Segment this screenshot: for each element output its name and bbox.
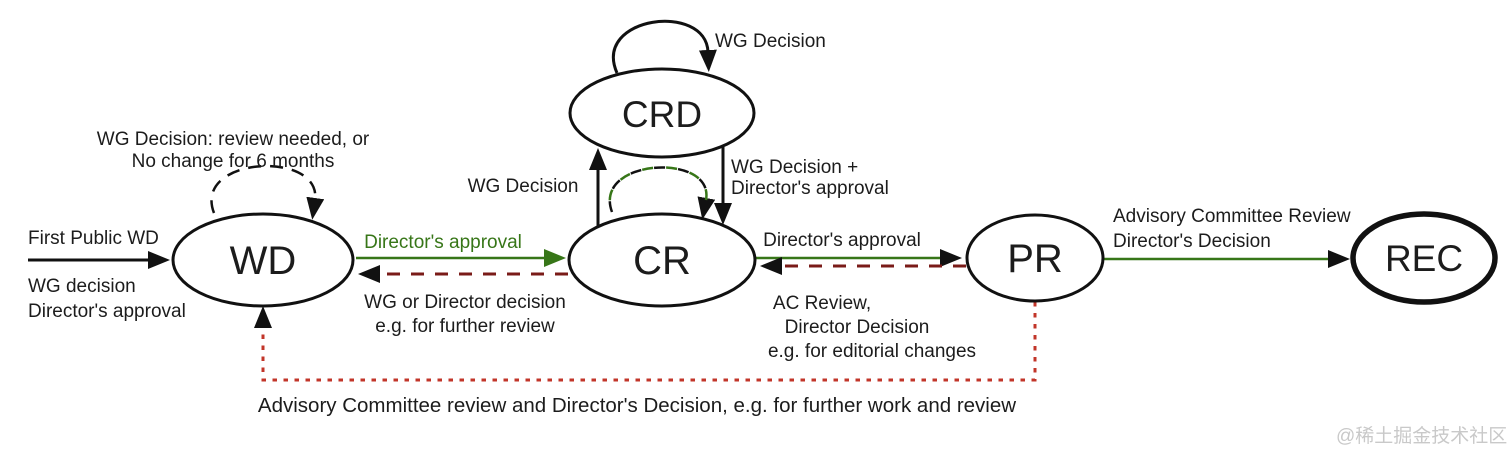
edge-crd-self-loop — [612, 19, 717, 74]
label-cr-to-wd-line1: WG or Director decision — [364, 292, 566, 313]
label-pr-to-cr-line1: AC Review, — [773, 293, 871, 314]
node-rec-label: REC — [1385, 238, 1463, 279]
label-entry-wg-decision: WG decision — [28, 276, 136, 297]
label-crd-loop: WG Decision — [715, 31, 826, 52]
node-pr-ellipse — [965, 213, 1105, 303]
label-pr-to-rec-line2: Director's Decision — [1113, 231, 1271, 252]
label-entry-directors-approval: Director's approval — [28, 301, 186, 322]
label-crd-to-cr-line1: WG Decision + — [731, 157, 858, 178]
label-crd-to-cr-line2: Director's approval — [731, 178, 889, 199]
node-pr-label: PR — [1007, 237, 1063, 281]
label-pr-to-cr-line3: e.g. for editorial changes — [768, 341, 976, 362]
label-pr-to-cr-line2: Director Decision — [785, 317, 930, 338]
edge-cr-self-loop — [608, 166, 716, 220]
node-wd-label: WD — [230, 239, 297, 283]
label-wd-loop-line1: WG Decision: review needed, or — [97, 129, 370, 150]
node-wd-ellipse — [171, 212, 355, 308]
label-cr-to-crd: WG Decision — [468, 176, 579, 197]
node-cr-ellipse — [567, 212, 757, 308]
label-pr-to-rec-line1: Advisory Committee Review — [1113, 206, 1351, 227]
node-cr-label: CR — [633, 239, 691, 283]
label-cr-to-pr: Director's approval — [763, 230, 921, 251]
edge-cr-self-loop-green-dashes — [608, 166, 708, 213]
label-cr-to-wd-line2: e.g. for further review — [375, 316, 555, 337]
edge-pr-to-wd-return — [254, 302, 1037, 382]
node-rec-ellipse — [1350, 211, 1498, 305]
label-pr-to-wd-return: Advisory Committee review and Director's… — [258, 394, 1016, 417]
label-first-public-wd: First Public WD — [28, 228, 159, 249]
label-wd-to-cr: Director's approval — [364, 232, 522, 253]
node-crd-label: CRD — [622, 94, 702, 135]
node-crd-ellipse — [568, 67, 756, 159]
label-wd-loop-line2: No change for 6 months — [132, 151, 335, 172]
watermark-text: @稀土掘金技术社区 — [1336, 425, 1507, 447]
edge-wd-self-loop — [210, 164, 325, 220]
